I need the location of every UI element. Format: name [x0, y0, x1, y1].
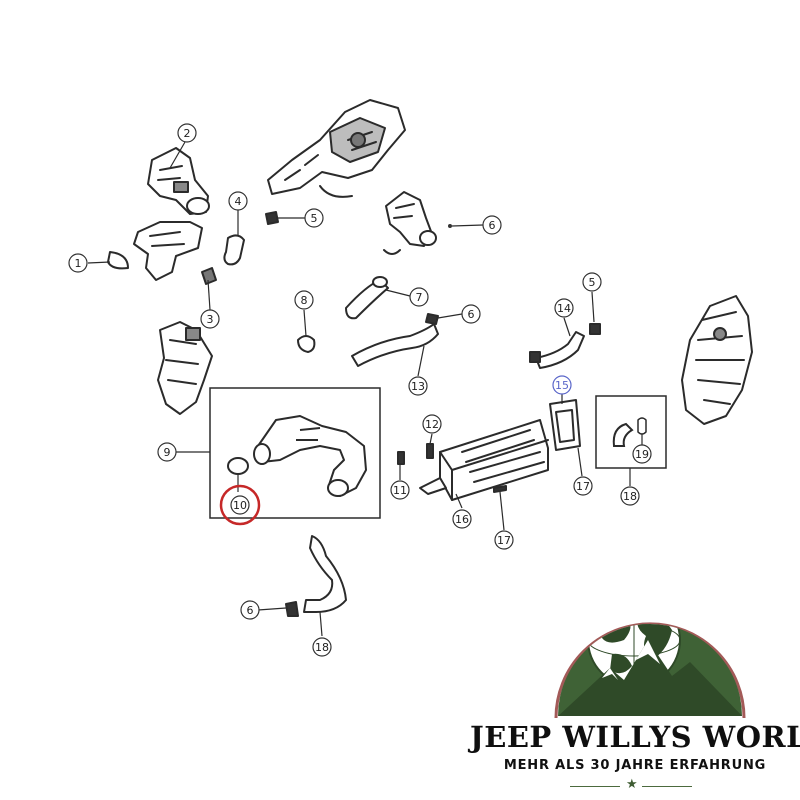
divider-left — [570, 786, 620, 787]
svg-text:12: 12 — [425, 418, 439, 431]
callout-16: 16 — [452, 509, 472, 529]
jeep-grille-icon — [603, 590, 665, 612]
svg-text:1: 1 — [75, 257, 82, 270]
hose-4-part — [223, 234, 245, 266]
egr-valve-module-part — [267, 99, 406, 198]
callout-10: 10 — [230, 495, 250, 515]
brand-logo — [554, 590, 746, 719]
svg-text:17: 17 — [497, 534, 511, 547]
callout-5-top: 5 — [304, 208, 324, 228]
brand-title: JEEP WILLYS WORLD — [470, 720, 800, 754]
callout-3: 3 — [200, 309, 220, 329]
egr-cooler-housing-part — [681, 295, 753, 425]
svg-text:6: 6 — [247, 604, 254, 617]
svg-text:4: 4 — [235, 195, 242, 208]
callout-17-bottom: 17 — [494, 530, 514, 550]
callout-13: 13 — [408, 376, 428, 396]
svg-text:8: 8 — [301, 294, 308, 307]
callout-2: 2 — [177, 123, 197, 143]
svg-text:18: 18 — [623, 490, 637, 503]
svg-text:10: 10 — [233, 499, 247, 512]
egr-cooler-16-part — [419, 419, 549, 501]
svg-text:15: 15 — [555, 379, 569, 392]
svg-text:14: 14 — [557, 302, 571, 315]
callout-7: 7 — [409, 287, 429, 307]
callout-4: 4 — [228, 191, 248, 211]
callout-5-right: 5 — [582, 272, 602, 292]
callout-17-right: 17 — [573, 476, 593, 496]
svg-text:17: 17 — [576, 480, 590, 493]
divider-right — [642, 786, 692, 787]
bolt-11-part — [397, 451, 405, 465]
callout-15: 15 — [552, 375, 572, 395]
kit-box-9 — [209, 387, 381, 519]
stud-17-part — [493, 485, 507, 493]
callout-18-right: 18 — [620, 486, 640, 506]
clamp-8-part — [297, 335, 316, 353]
egr-tube-left-part — [157, 321, 213, 415]
o-ring-10-part — [227, 457, 249, 475]
svg-text:16: 16 — [455, 513, 469, 526]
brand-subtitle: MEHR ALS 30 JAHRE ERFAHRUNG — [503, 758, 767, 773]
svg-text:19: 19 — [635, 448, 649, 461]
callout-9: 9 — [157, 442, 177, 462]
egr-valve-small-part — [383, 191, 437, 255]
thermostat-housing-part — [147, 147, 210, 215]
svg-text:6: 6 — [489, 219, 496, 232]
gasket-15-part — [549, 399, 581, 451]
svg-text:9: 9 — [164, 446, 171, 459]
callout-1: 1 — [68, 253, 88, 273]
coolant-outlet-bracket-part — [107, 221, 203, 281]
svg-text:18: 18 — [315, 641, 329, 654]
svg-text:6: 6 — [468, 308, 475, 321]
callout-6-right: 6 — [482, 215, 502, 235]
clamp-5-part — [265, 211, 279, 225]
svg-text:5: 5 — [589, 276, 596, 289]
callout-18-bottom: 18 — [312, 637, 332, 657]
svg-text:3: 3 — [207, 313, 214, 326]
star-icon: ★ — [626, 777, 638, 792]
highlight-ring-callout-10 — [219, 484, 261, 526]
clamp-6-bottom-part — [285, 601, 299, 617]
callout-6-middle: 6 — [461, 304, 481, 324]
callout-11: 11 — [390, 480, 410, 500]
bolt-12-part — [426, 443, 434, 459]
callout-6-bottom: 6 — [240, 600, 260, 620]
callout-8: 8 — [294, 290, 314, 310]
sensor-3-part — [201, 267, 217, 285]
svg-text:11: 11 — [393, 484, 407, 497]
hose-14-part — [535, 331, 585, 369]
hose-7-part — [345, 279, 389, 320]
svg-text:7: 7 — [416, 291, 423, 304]
hose-13-part — [351, 323, 439, 367]
hose-18-part — [303, 535, 347, 613]
callout-14: 14 — [554, 298, 574, 318]
callout-12: 12 — [422, 414, 442, 434]
callout-19: 19 — [632, 444, 652, 464]
mountain-icon — [558, 640, 742, 716]
kit-box-19 — [595, 395, 667, 469]
svg-text:5: 5 — [311, 212, 318, 225]
svg-text:13: 13 — [411, 380, 425, 393]
svg-text:2: 2 — [184, 127, 191, 140]
